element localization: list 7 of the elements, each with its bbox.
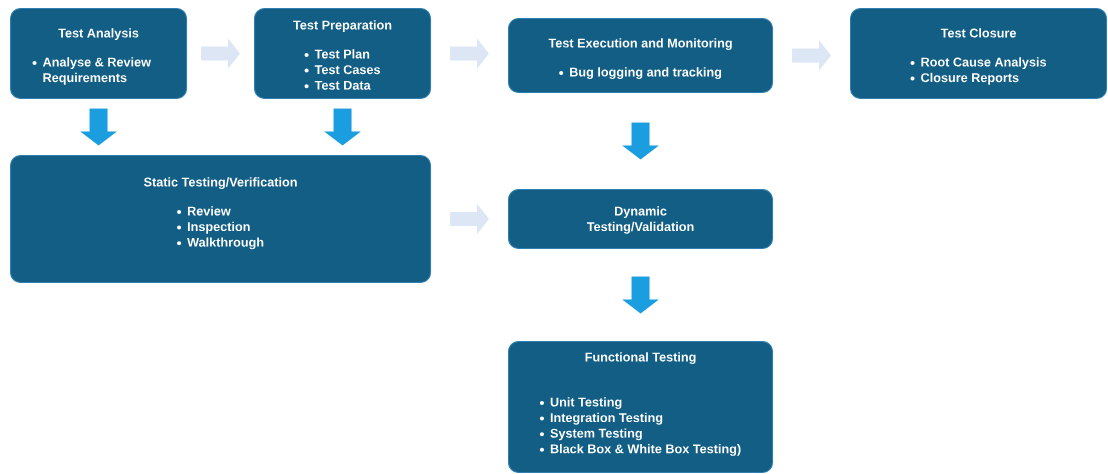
- process-box: Static Testing/Verification Review Inspection Walkthrough: [10, 155, 432, 284]
- process-box: Functional Testing Unit Testing Integration Testing System Testing Black Box & White Box Testing): [508, 341, 774, 474]
- process-box: Test Preparation Test Plan Test Cases Test Data: [254, 8, 432, 100]
- process-box: Dynamic Testing/Validation: [508, 189, 774, 250]
- process-box: Test Analysis Analyse & Review Requirements: [10, 8, 188, 100]
- process-box: Test Execution and Monitoring Bug logging and tracking: [508, 18, 774, 94]
- process-box: Test Closure Root Cause Analysis Closure Reports: [850, 8, 1108, 100]
